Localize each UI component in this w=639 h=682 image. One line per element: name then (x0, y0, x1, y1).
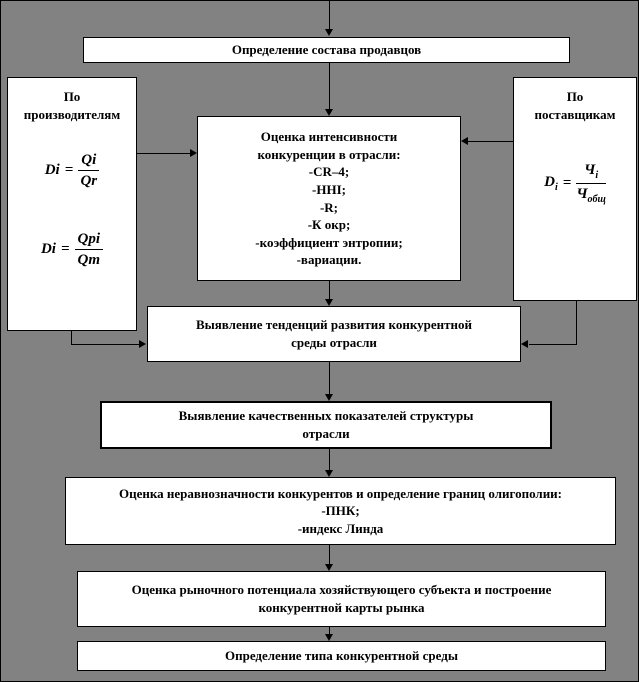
box-intensity-title-line2: конкуренции в отрасли: (257, 146, 401, 162)
formula1-eq: = (64, 162, 74, 179)
formula1-lhs: Di (44, 162, 60, 179)
box-suppliers-title-line2: поставщикам (534, 106, 616, 122)
arrow-producers-trends-head-icon (139, 340, 146, 348)
arrow-producers-trends-vline (71, 331, 72, 345)
box-qualitative-line1: Выявление качественных показателей струк… (178, 408, 474, 424)
arrow-suppliers-trends-head-icon (521, 340, 528, 348)
box-type-label: Определение типа конкурентной среды (224, 648, 458, 664)
formula3-eq: = (562, 175, 572, 192)
box-producers-title-line1: По (63, 89, 81, 104)
arrow-producers-intensity-head-icon (190, 149, 197, 157)
arrow-suppliers-trends-vline (576, 301, 577, 345)
formula1-numerator: Qi (78, 151, 100, 172)
formula-producers-2: Di = Qpi Qm (40, 230, 104, 269)
arrow-intensity-trends-line (329, 281, 330, 299)
arrow-oligopoly-potential-head-icon (325, 564, 333, 571)
box-sellers: Определение состава продавцов (83, 37, 570, 63)
formula2-fraction: Qpi Qm (74, 230, 104, 269)
arrow-potential-type-head-icon (325, 634, 333, 641)
formula3-fraction: Чi Чобщ (576, 161, 606, 206)
formula-producers-1: Di = Qi Qr (45, 151, 100, 190)
box-potential-line1: Оценка рыночного потенциала хозяйствующе… (131, 582, 552, 598)
formula2-lhs: Di (40, 241, 56, 258)
arrow-qualitative-oligopoly-line (329, 449, 330, 470)
formula2-denominator: Qm (77, 252, 101, 269)
box-trends-line2: среды отрасли (291, 335, 377, 350)
formula3-numerator: Чi (576, 161, 606, 185)
formula2-eq: = (60, 241, 70, 258)
formula3-lhs-sub: i (554, 182, 558, 194)
formula2-numerator: Qpi (74, 230, 104, 251)
arrow-intensity-trends-head-icon (325, 299, 333, 306)
box-qualitative: Выявление качественных показателей струк… (100, 401, 552, 449)
box-intensity-item: -вариации. (296, 252, 362, 268)
arrow-producers-intensity-line (137, 153, 190, 154)
box-intensity-item: -К окр; (307, 217, 351, 233)
formula1-denominator: Qr (80, 173, 98, 190)
formula3-denominator: Чобщ (576, 186, 606, 206)
box-oligopoly-line1: Оценка неравнозначности конкурентов и оп… (118, 485, 563, 501)
box-intensity-item: -HHI; (312, 181, 346, 197)
box-intensity-item: -коэффициент энтропии; (255, 234, 403, 250)
box-producers-title-line2: производителям (23, 106, 121, 122)
box-intensity-item: -CR–4; (308, 164, 350, 180)
arrow-entry-line (329, 1, 330, 30)
box-qualitative-line2: отрасли (302, 426, 350, 441)
arrow-suppliers-trends-hline (529, 344, 577, 345)
formula-suppliers: Di = Чi Чобщ (544, 161, 606, 206)
formula1-fraction: Qi Qr (78, 151, 100, 190)
arrow-sellers-intensity-line (329, 63, 330, 109)
box-potential: Оценка рыночного потенциала хозяйствующе… (77, 571, 606, 627)
arrow-qualitative-oligopoly-head-icon (325, 470, 333, 477)
arrow-potential-type-line (329, 627, 330, 634)
box-intensity-title-line1: Оценка интенсивности (260, 129, 398, 145)
box-suppliers-title-line1: По (566, 89, 584, 104)
arrow-sellers-intensity-head-icon (325, 109, 333, 116)
box-trends-line1: Выявление тенденций развития конкурентно… (195, 317, 473, 333)
arrow-oligopoly-potential-line (329, 545, 330, 564)
arrow-suppliers-intensity-line (468, 141, 513, 142)
box-intensity: Оценка интенсивности конкуренции в отрас… (197, 116, 461, 281)
formula3-lhs: Di (544, 174, 558, 194)
arrow-trends-qualitative-line (329, 362, 330, 394)
box-potential-line2: конкурентной карты рынка (258, 600, 425, 615)
arrow-entry-head-icon (325, 29, 333, 36)
box-oligopoly-line3: -индекс Линда (297, 520, 384, 536)
box-oligopoly-line2: -ПНК; (321, 503, 360, 519)
box-intensity-item: -R; (319, 199, 339, 215)
arrow-producers-trends-hline (71, 344, 139, 345)
arrow-suppliers-intensity-head-icon (461, 137, 468, 145)
arrow-trends-qualitative-head-icon (325, 394, 333, 401)
box-oligopoly: Оценка неравнозначности конкурентов и оп… (65, 477, 616, 545)
box-suppliers: По поставщикам Di = Чi Чобщ (513, 77, 637, 301)
box-type: Определение типа конкурентной среды (77, 641, 606, 671)
box-sellers-label: Определение состава продавцов (231, 42, 422, 58)
box-trends: Выявление тенденций развития конкурентно… (147, 306, 521, 362)
box-producers: По производителям Di = Qi Qr Di = Qpi Qm (7, 77, 137, 331)
